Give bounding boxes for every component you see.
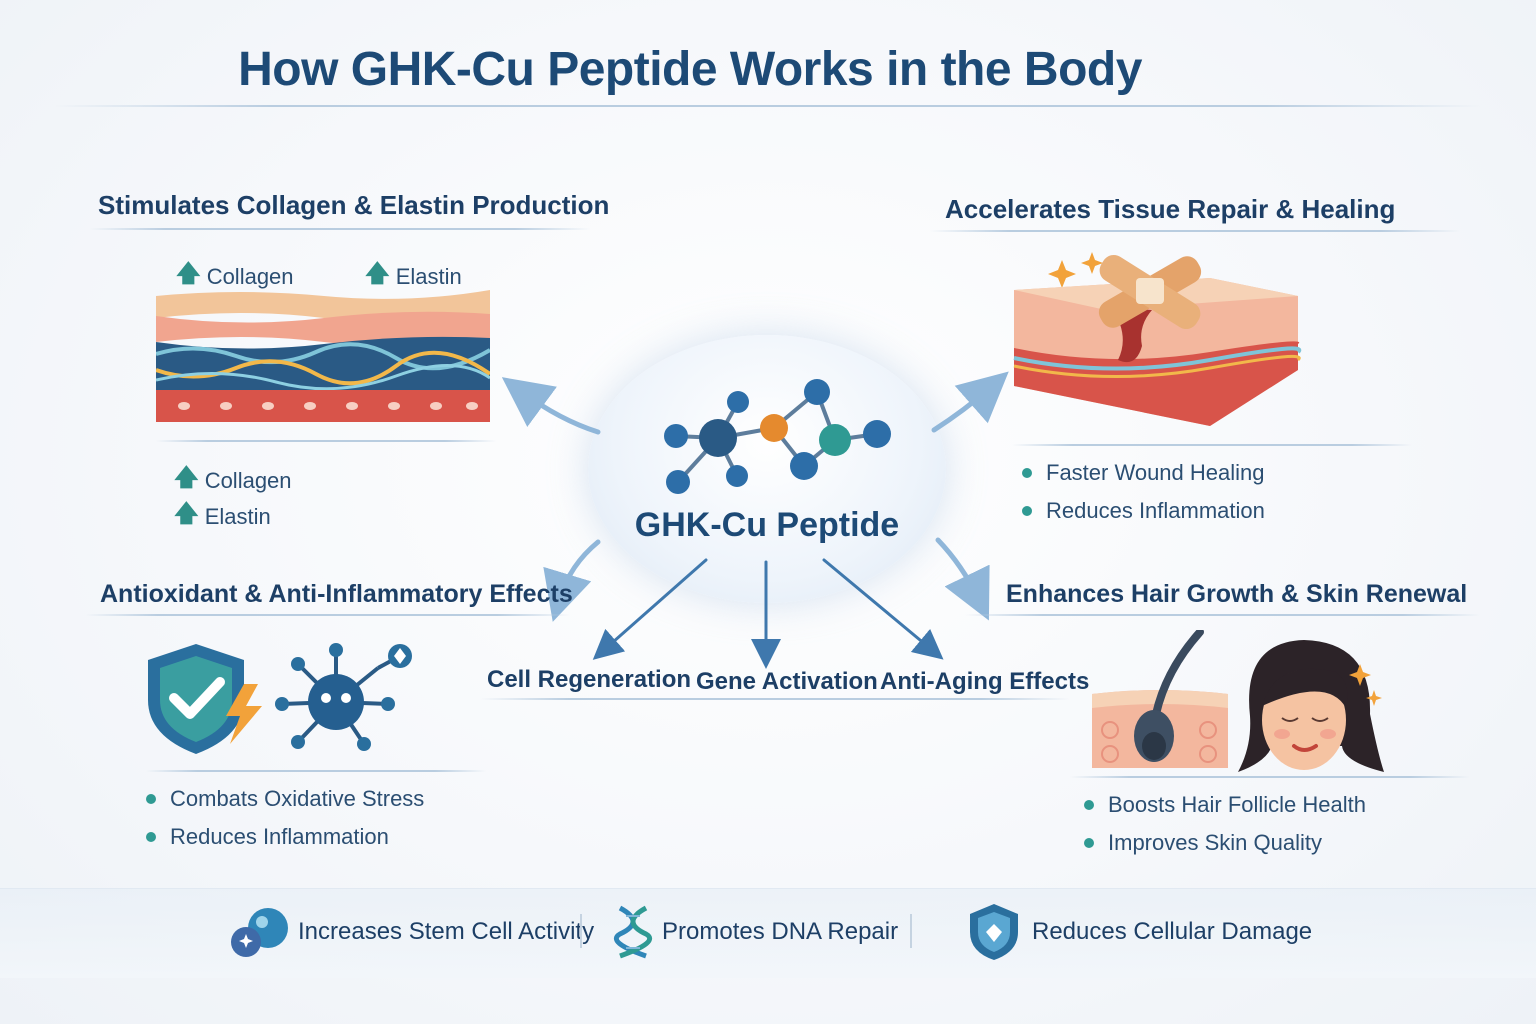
arrow-to-repair: [931, 371, 1009, 433]
footer-separator: [580, 914, 582, 948]
collagen-divider: [90, 228, 590, 230]
hair-bullet: Boosts Hair Follicle Health: [1084, 792, 1366, 818]
antioxidant-divider: [85, 614, 570, 616]
up-arrow-icon: 🡅: [174, 500, 199, 527]
footer-cellular-damage: Reduces Cellular Damage: [966, 902, 1312, 962]
collagen-list-item: 🡅Collagen: [174, 460, 292, 501]
arrow-to-antioxidant: [543, 539, 601, 622]
cell-regeneration-label: Cell Regeneration: [487, 666, 692, 693]
arrow-to-hair: [935, 537, 990, 621]
up-arrow-icon: 🡅: [365, 260, 390, 287]
hair-follicle-icon: [1092, 630, 1228, 768]
collagen-divider-2: [156, 440, 496, 442]
page-title: How GHK-Cu Peptide Works in the Body: [238, 43, 1142, 96]
collagen-tag: 🡅Collagen: [176, 256, 294, 297]
shield-protect-icon: [970, 904, 1018, 960]
arrow-to-aging: [822, 558, 944, 660]
hair-divider: [965, 614, 1480, 616]
collagen-heading: Stimulates Collagen & Elastin Production: [98, 190, 610, 220]
arrow-to-cell: [592, 558, 708, 660]
footer-dna: Promotes DNA Repair: [612, 904, 898, 960]
antioxidant-bullet: Reduces Inflammation: [146, 824, 389, 850]
bandaged-skin-icon: [1013, 252, 1302, 426]
hair-bullet: Improves Skin Quality: [1084, 830, 1322, 856]
arrow-to-collagen: [501, 377, 601, 435]
elastin-list-item: 🡅Elastin: [174, 496, 271, 537]
shield-check-icon: [148, 644, 262, 754]
title-divider: [55, 105, 1480, 107]
repair-heading: Accelerates Tissue Repair & Healing: [945, 194, 1396, 224]
molecule-icon: [664, 379, 891, 494]
up-arrow-icon: 🡅: [176, 260, 201, 287]
anti-aging-label: Anti-Aging Effects: [880, 668, 1090, 695]
middle-divider: [480, 698, 1070, 700]
repair-divider-2: [1012, 444, 1412, 446]
virus-icon: [275, 643, 412, 751]
woman-face-icon: [1238, 640, 1384, 772]
hair-heading: Enhances Hair Growth & Skin Renewal: [1006, 580, 1468, 608]
center-bubble: [588, 335, 946, 603]
hair-divider-2: [1070, 776, 1470, 778]
repair-bullet: Reduces Inflammation: [1022, 498, 1265, 524]
dna-icon: [613, 905, 653, 959]
antioxidant-divider-2: [146, 770, 486, 772]
repair-divider: [930, 230, 1460, 232]
elastin-tag: 🡅Elastin: [365, 256, 462, 297]
footer-separator: [910, 914, 912, 948]
gene-activation-label: Gene Activation: [696, 668, 878, 695]
center-label: GHK-Cu Peptide: [634, 506, 900, 544]
antioxidant-bullet: Combats Oxidative Stress: [146, 786, 424, 812]
footer-stem-cell: Increases Stem Cell Activity: [228, 904, 594, 960]
repair-bullet: Faster Wound Healing: [1022, 460, 1265, 486]
up-arrow-icon: 🡅: [174, 464, 199, 491]
stem-cell-icon: [231, 908, 288, 957]
skin-layers-icon: [156, 290, 490, 422]
antioxidant-heading: Antioxidant & Anti-Inflammatory Effects: [100, 580, 573, 608]
